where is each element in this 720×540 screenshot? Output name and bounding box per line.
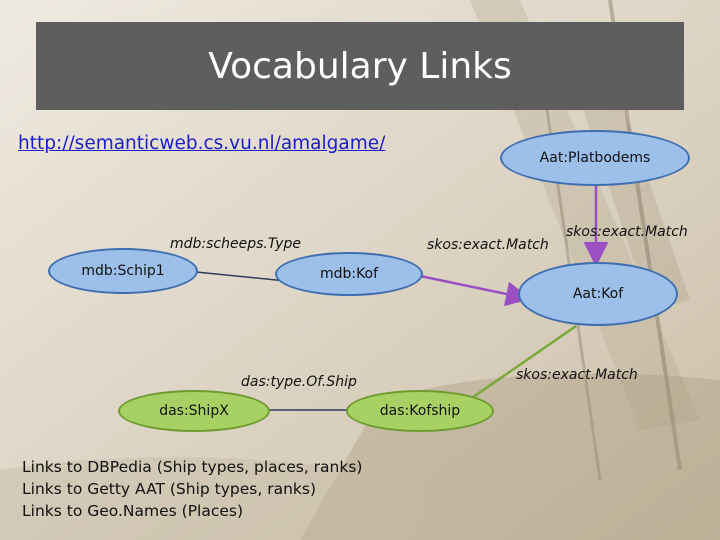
node-mdb-schip1[interactable]: mdb:Schip1 [48, 248, 198, 294]
edge-label-exact-match-kof: skos:exact.Match [427, 237, 549, 253]
slide-title: Vocabulary Links [208, 45, 512, 87]
node-label: das:Kofship [379, 403, 461, 419]
footer-notes: Links to DBPedia (Ship types, places, ra… [22, 456, 362, 522]
node-label: mdb:Schip1 [81, 263, 165, 279]
node-mdb-kof[interactable]: mdb:Kof [275, 252, 423, 296]
node-aat-kof[interactable]: Aat:Kof [518, 262, 678, 326]
footer-line-geonames: Links to Geo.Names (Places) [22, 502, 244, 520]
node-label: mdb:Kof [319, 266, 379, 282]
node-label: Aat:Kof [572, 286, 624, 302]
edge-exact-match-kof [419, 274, 531, 307]
footer-line-getty: Links to Getty AAT (Ship types, ranks) [22, 480, 316, 498]
edge-label-scheeps-type: mdb:scheeps.Type [170, 236, 301, 252]
node-das-shipx[interactable]: das:ShipX [118, 390, 270, 432]
title-bar: Vocabulary Links [36, 22, 684, 110]
edge-label-exact-match-kofship: skos:exact.Match [516, 367, 638, 383]
amalgame-url-link[interactable]: http://semanticweb.cs.vu.nl/amalgame/ [18, 133, 386, 154]
edge-exact-match-kofship [465, 324, 577, 404]
node-label: Aat:Platbodems [539, 150, 651, 166]
node-das-kofship[interactable]: das:Kofship [346, 390, 494, 432]
edge-label-exact-match-platbodems: skos:exact.Match [566, 224, 688, 240]
node-label: das:ShipX [159, 403, 229, 419]
edge-label-type-of-ship: das:type.Of.Ship [241, 374, 357, 390]
footer-line-dbpedia: Links to DBPedia (Ship types, places, ra… [22, 458, 363, 476]
node-aat-platbodems[interactable]: Aat:Platbodems [500, 130, 690, 186]
